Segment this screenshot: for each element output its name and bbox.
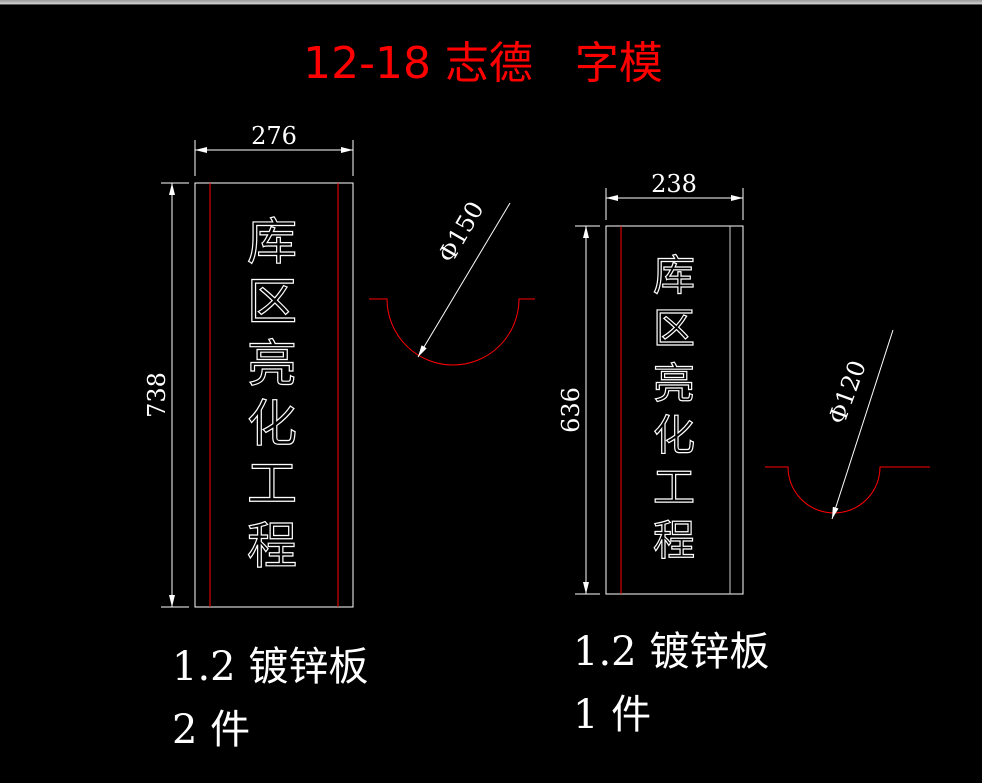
right-plate-outline [605, 225, 744, 595]
right-width-label: 238 [651, 170, 697, 198]
left-width-label: 276 [251, 122, 297, 150]
right-char-4: 化 [653, 411, 695, 460]
left-characters: 库 区 亮 化 工 程 [246, 212, 297, 575]
window-top-bar [0, 0, 982, 5]
right-char-5: 工 [653, 463, 695, 512]
left-char-4: 化 [247, 395, 297, 453]
right-characters: 库 区 亮 化 工 程 [652, 250, 695, 565]
right-char-6: 程 [653, 516, 695, 565]
right-height-label: 636 [557, 387, 585, 433]
right-char-1: 库 [653, 251, 695, 300]
right-height-dimension [575, 225, 600, 595]
left-quantity-label: 2 件 [172, 707, 250, 753]
right-width-dimension [605, 188, 744, 220]
left-round-profile [369, 298, 535, 366]
left-diameter-leader [417, 202, 511, 358]
left-height-label: 738 [143, 372, 171, 418]
right-plate: 238 636 库 区 亮 化 工 程 Φ120 1.2 镀锌板 1 件 [557, 170, 930, 738]
right-quantity-label: 1 件 [573, 692, 651, 738]
left-char-2: 区 [247, 273, 297, 331]
left-plate-outline [194, 182, 354, 608]
left-char-1: 库 [247, 213, 297, 271]
left-material-label: 1.2 镀锌板 [172, 644, 368, 690]
left-width-dimension [194, 140, 354, 176]
right-diameter-leader [831, 329, 894, 520]
left-char-6: 程 [247, 517, 297, 575]
left-plate: 276 738 库 区 亮 化 工 程 Φ150 1.2 镀锌板 2 件 [143, 122, 535, 753]
left-height-dimension [161, 182, 189, 608]
left-char-5: 工 [247, 455, 297, 513]
right-char-3: 亮 [653, 359, 695, 408]
right-material-label: 1.2 镀锌板 [573, 629, 769, 675]
right-round-profile [765, 466, 930, 514]
drawing-title: 12-18 志德 字模 [303, 38, 663, 89]
left-char-3: 亮 [247, 335, 297, 393]
left-diameter-label: Φ150 [433, 197, 490, 268]
right-char-2: 区 [653, 304, 695, 353]
